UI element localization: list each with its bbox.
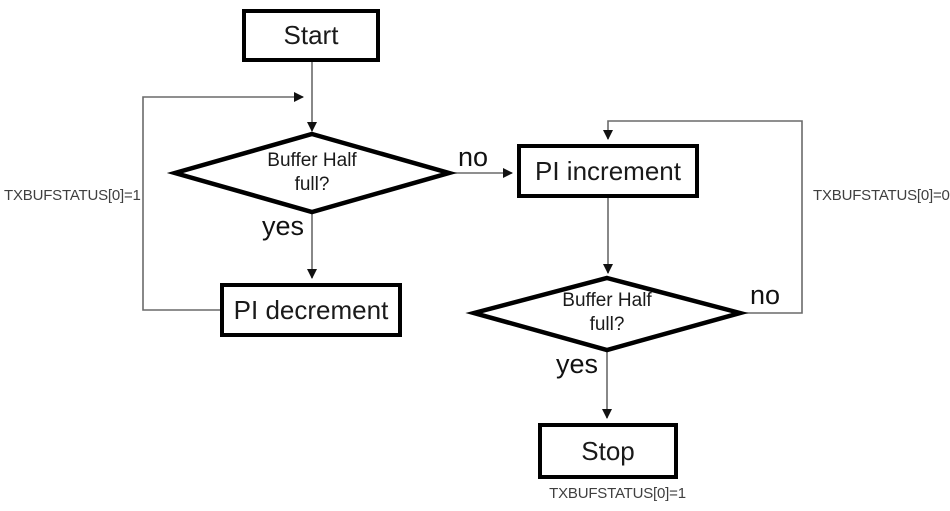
edge-label-decision1-no: no <box>457 142 489 172</box>
edge-label-decision2-yes: yes <box>555 349 599 379</box>
node-pi-increment-label: PI increment <box>535 155 681 186</box>
node-pi-decrement: PI decrement <box>220 283 402 337</box>
node-start: Start <box>242 9 380 62</box>
node-pi-decrement-label: PI decrement <box>233 294 389 325</box>
annotation-txbufstatus-right: TXBUFSTATUS[0]=0 <box>813 187 950 204</box>
edge-loop-decision2-no <box>603 120 803 314</box>
decision1-label: Buffer Half full? <box>267 150 357 196</box>
decision2-label: Buffer Half full? <box>562 290 652 336</box>
annotation-txbufstatus-left: TXBUFSTATUS[0]=1 <box>4 187 141 204</box>
decision2-diamond <box>465 275 749 353</box>
annotation-txbufstatus-bottom: TXBUFSTATUS[0]=1 <box>549 485 686 502</box>
node-stop: Stop <box>538 423 678 479</box>
edge-loop-decrement-back <box>142 92 304 311</box>
node-stop-label: Stop <box>581 435 635 466</box>
edge-label-decision1-yes: yes <box>261 211 305 241</box>
edge-label-decision2-no: no <box>749 280 781 310</box>
node-pi-increment: PI increment <box>517 144 699 198</box>
node-start-label: Start <box>283 20 339 50</box>
decision1-diamond <box>166 131 458 215</box>
